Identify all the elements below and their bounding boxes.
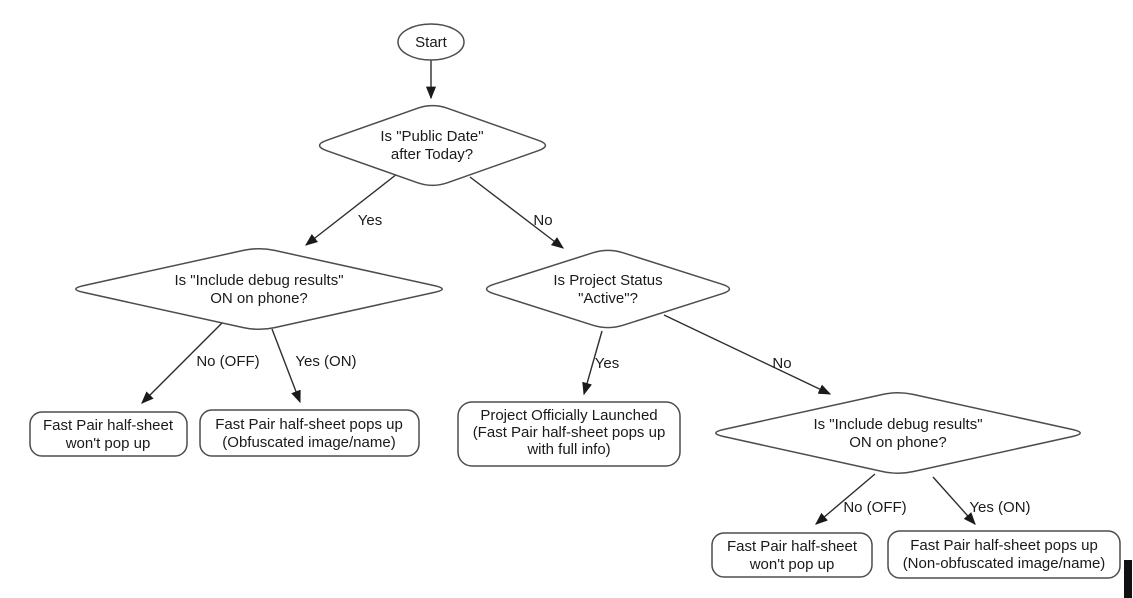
arrow-d2-yes-to-result [271, 328, 301, 404]
edge-labels: Yes No No (OFF) Yes (ON) Yes No No (OFF)… [196, 212, 1030, 516]
arrow-d3-yes-to-result [582, 330, 603, 396]
edge-label-yes-on-d2: Yes (ON) [295, 353, 356, 370]
start-ellipse [397, 23, 465, 61]
result-box [887, 530, 1121, 579]
decision-text-line: after Today? [391, 146, 473, 163]
decision-diamond [318, 104, 547, 187]
result-project-officially-launched: Project Officially Launched (Fast Pair h… [457, 401, 681, 467]
decision-text-line: ON on phone? [210, 290, 308, 307]
result-text-line: with full info) [526, 441, 610, 458]
result-box [199, 409, 420, 457]
edge-label-no-d3-d4: No [772, 355, 791, 372]
arrow-d4-no-to-result [815, 473, 876, 525]
arrow-d1-yes-to-d2 [305, 173, 398, 246]
decision-public-date-after-today: Is "Public Date" after Today? [318, 104, 547, 187]
edge-label-yes-d3: Yes [595, 355, 619, 372]
edge-label-yes-on-d4: Yes (ON) [969, 499, 1030, 516]
result-text-line: (Non-obfuscated image/name) [903, 555, 1106, 572]
decision-text-line: Is Project Status [553, 272, 662, 289]
start-node: Start [397, 23, 465, 61]
decision-text-line: Is "Public Date" [380, 128, 483, 145]
result-pops-up-obfuscated: Fast Pair half-sheet pops up (Obfuscated… [199, 409, 420, 457]
result-text-line: Fast Pair half-sheet pops up [910, 537, 1098, 554]
decision-diamond [715, 392, 1081, 474]
decision-text-line: "Active"? [578, 290, 638, 307]
connectors [141, 60, 976, 525]
result-pops-up-non-obfuscated: Fast Pair half-sheet pops up (Non-obfusc… [887, 530, 1121, 579]
result-text-line: won't pop up [65, 435, 151, 452]
arrow-d3-no-to-d4 [663, 314, 832, 395]
decision-diamond [75, 247, 443, 331]
result-wont-pop-up-left: Fast Pair half-sheet won't pop up [29, 411, 188, 457]
result-text-line: (Fast Pair half-sheet pops up [473, 424, 666, 441]
decision-text-line: ON on phone? [849, 434, 947, 451]
arrow-d4-yes-to-result [932, 476, 976, 525]
result-text-line: Project Officially Launched [480, 407, 657, 424]
result-text-line: won't pop up [749, 556, 835, 573]
edge-label-no-d1-d3: No [533, 212, 552, 229]
result-box [29, 411, 188, 457]
decision-include-debug-results-left: Is "Include debug results" ON on phone? [75, 247, 443, 331]
decision-diamond [485, 249, 731, 329]
edge-label-yes-d1-d2: Yes [358, 212, 382, 229]
result-text-line: Fast Pair half-sheet [727, 538, 858, 555]
arrow-d2-no-to-result [141, 322, 223, 404]
result-text-line: Fast Pair half-sheet [43, 417, 174, 434]
decision-text-line: Is "Include debug results" [174, 272, 343, 289]
result-text-line: Fast Pair half-sheet pops up [215, 416, 403, 433]
edge-label-no-off-d4: No (OFF) [843, 499, 906, 516]
text-cursor-artifact [1124, 560, 1132, 598]
result-box [711, 532, 873, 578]
start-label: Start [415, 34, 448, 51]
result-box [457, 401, 681, 467]
decision-project-status-active: Is Project Status "Active"? [485, 249, 731, 329]
decision-include-debug-results-right: Is "Include debug results" ON on phone? [715, 392, 1081, 474]
result-text-line: (Obfuscated image/name) [222, 434, 395, 451]
decision-text-line: Is "Include debug results" [813, 416, 982, 433]
arrow-d1-no-to-d3 [469, 176, 565, 249]
edge-label-no-off-d2: No (OFF) [196, 353, 259, 370]
result-wont-pop-up-right: Fast Pair half-sheet won't pop up [711, 532, 873, 578]
